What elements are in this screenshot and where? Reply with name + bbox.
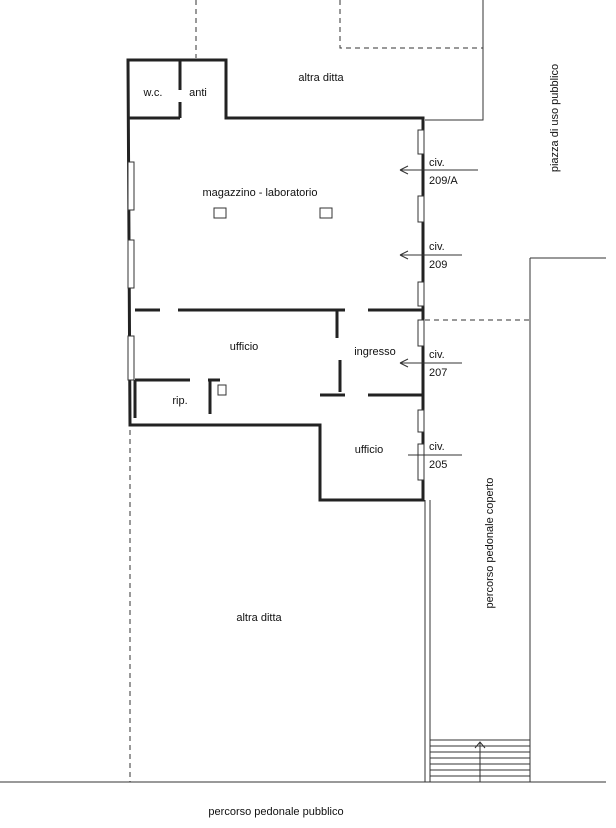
room-label-ufficio: ufficio xyxy=(230,341,259,353)
room-label-ufficio-2: ufficio xyxy=(355,444,384,456)
civic-label-207-line1: civ. xyxy=(429,349,445,361)
civic-label-209-line2: 209 xyxy=(429,259,447,271)
label-altra-ditta-bottom: altra ditta xyxy=(236,612,282,624)
room-label-ingresso: ingresso xyxy=(354,346,396,358)
civic-label-205-line2: 205 xyxy=(429,459,447,471)
room-label-rip: rip. xyxy=(172,395,187,407)
civic-label-207-line2: 207 xyxy=(429,367,447,379)
civic-label-209-line1: civ. xyxy=(429,241,445,253)
label-percorso-pubblico: percorso pedonale pubblico xyxy=(208,806,343,818)
windows xyxy=(127,129,425,481)
room-label-wc: w.c. xyxy=(143,87,163,99)
civic-label-205-line1: civ. xyxy=(429,441,445,453)
dashed-boundaries xyxy=(129,0,530,782)
label-altra-ditta-top: altra ditta xyxy=(298,72,344,84)
label-piazza: piazza di uso pubblico xyxy=(549,64,561,172)
civic-arrows xyxy=(399,165,478,456)
room-label-magazzino: magazzino - laboratorio xyxy=(203,187,318,199)
covered-walkway xyxy=(424,500,531,783)
civic-label-209a-line1: civ. xyxy=(429,157,445,169)
building-walls xyxy=(126,58,425,502)
civic-label-209a-line2: 209/A xyxy=(429,175,458,187)
room-label-anti: anti xyxy=(189,87,207,99)
label-percorso-coperto: percorso pedonale coperto xyxy=(484,478,496,609)
